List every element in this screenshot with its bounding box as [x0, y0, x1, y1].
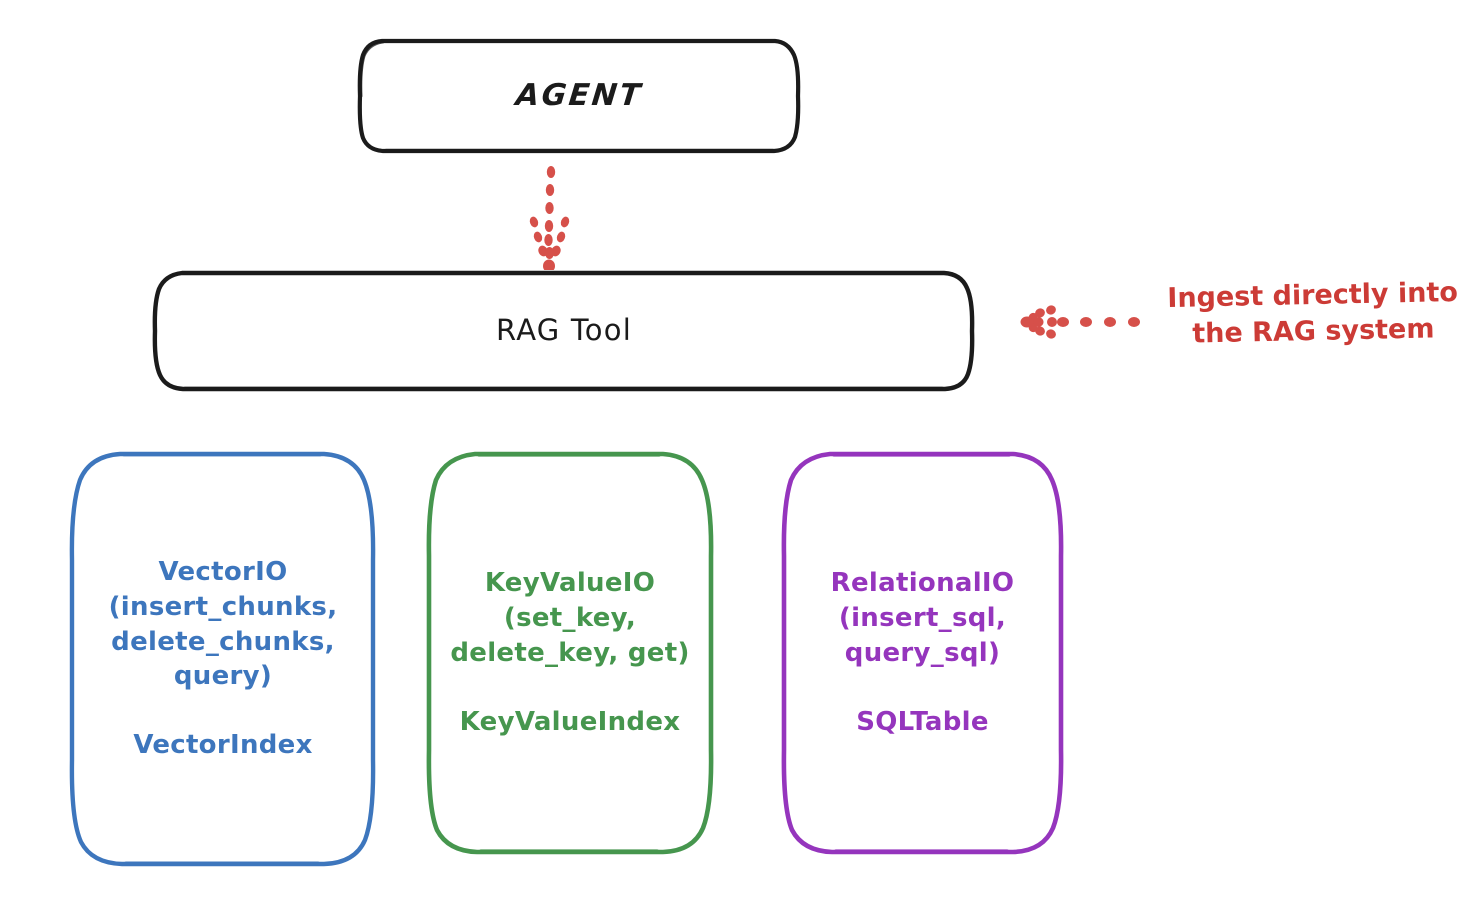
- rag-tool-node[interactable]: RAG Tool: [152, 270, 976, 392]
- vectorio-node[interactable]: VectorIO (insert_chunks, delete_chunks, …: [68, 450, 378, 868]
- keyvalueio-node[interactable]: KeyValueIO (set_key, delete_key, get) Ke…: [425, 450, 715, 856]
- rag-tool-label: RAG Tool: [496, 313, 632, 348]
- agent-to-rag-connector: [529, 166, 570, 273]
- agent-label: AGENT: [513, 78, 645, 114]
- vectorio-primary-label: VectorIO (insert_chunks, delete_chunks, …: [108, 556, 338, 692]
- keyvalueio-primary-label: KeyValueIO (set_key, delete_key, get): [450, 568, 690, 668]
- ingest-annotation: Ingest directly into the RAG system: [1167, 276, 1459, 350]
- relationalio-secondary-label: SQLTable: [856, 706, 989, 737]
- keyvalueio-secondary-label: KeyValueIndex: [459, 706, 681, 737]
- relationalio-primary-label: RelationalIO (insert_sql, query_sql): [830, 568, 1015, 668]
- agent-node[interactable]: AGENT: [356, 38, 802, 154]
- relationalio-node[interactable]: RelationalIO (insert_sql, query_sql) SQL…: [780, 450, 1065, 856]
- vectorio-secondary-label: VectorIndex: [133, 730, 313, 761]
- annotation-to-rag-connector: [1020, 305, 1140, 339]
